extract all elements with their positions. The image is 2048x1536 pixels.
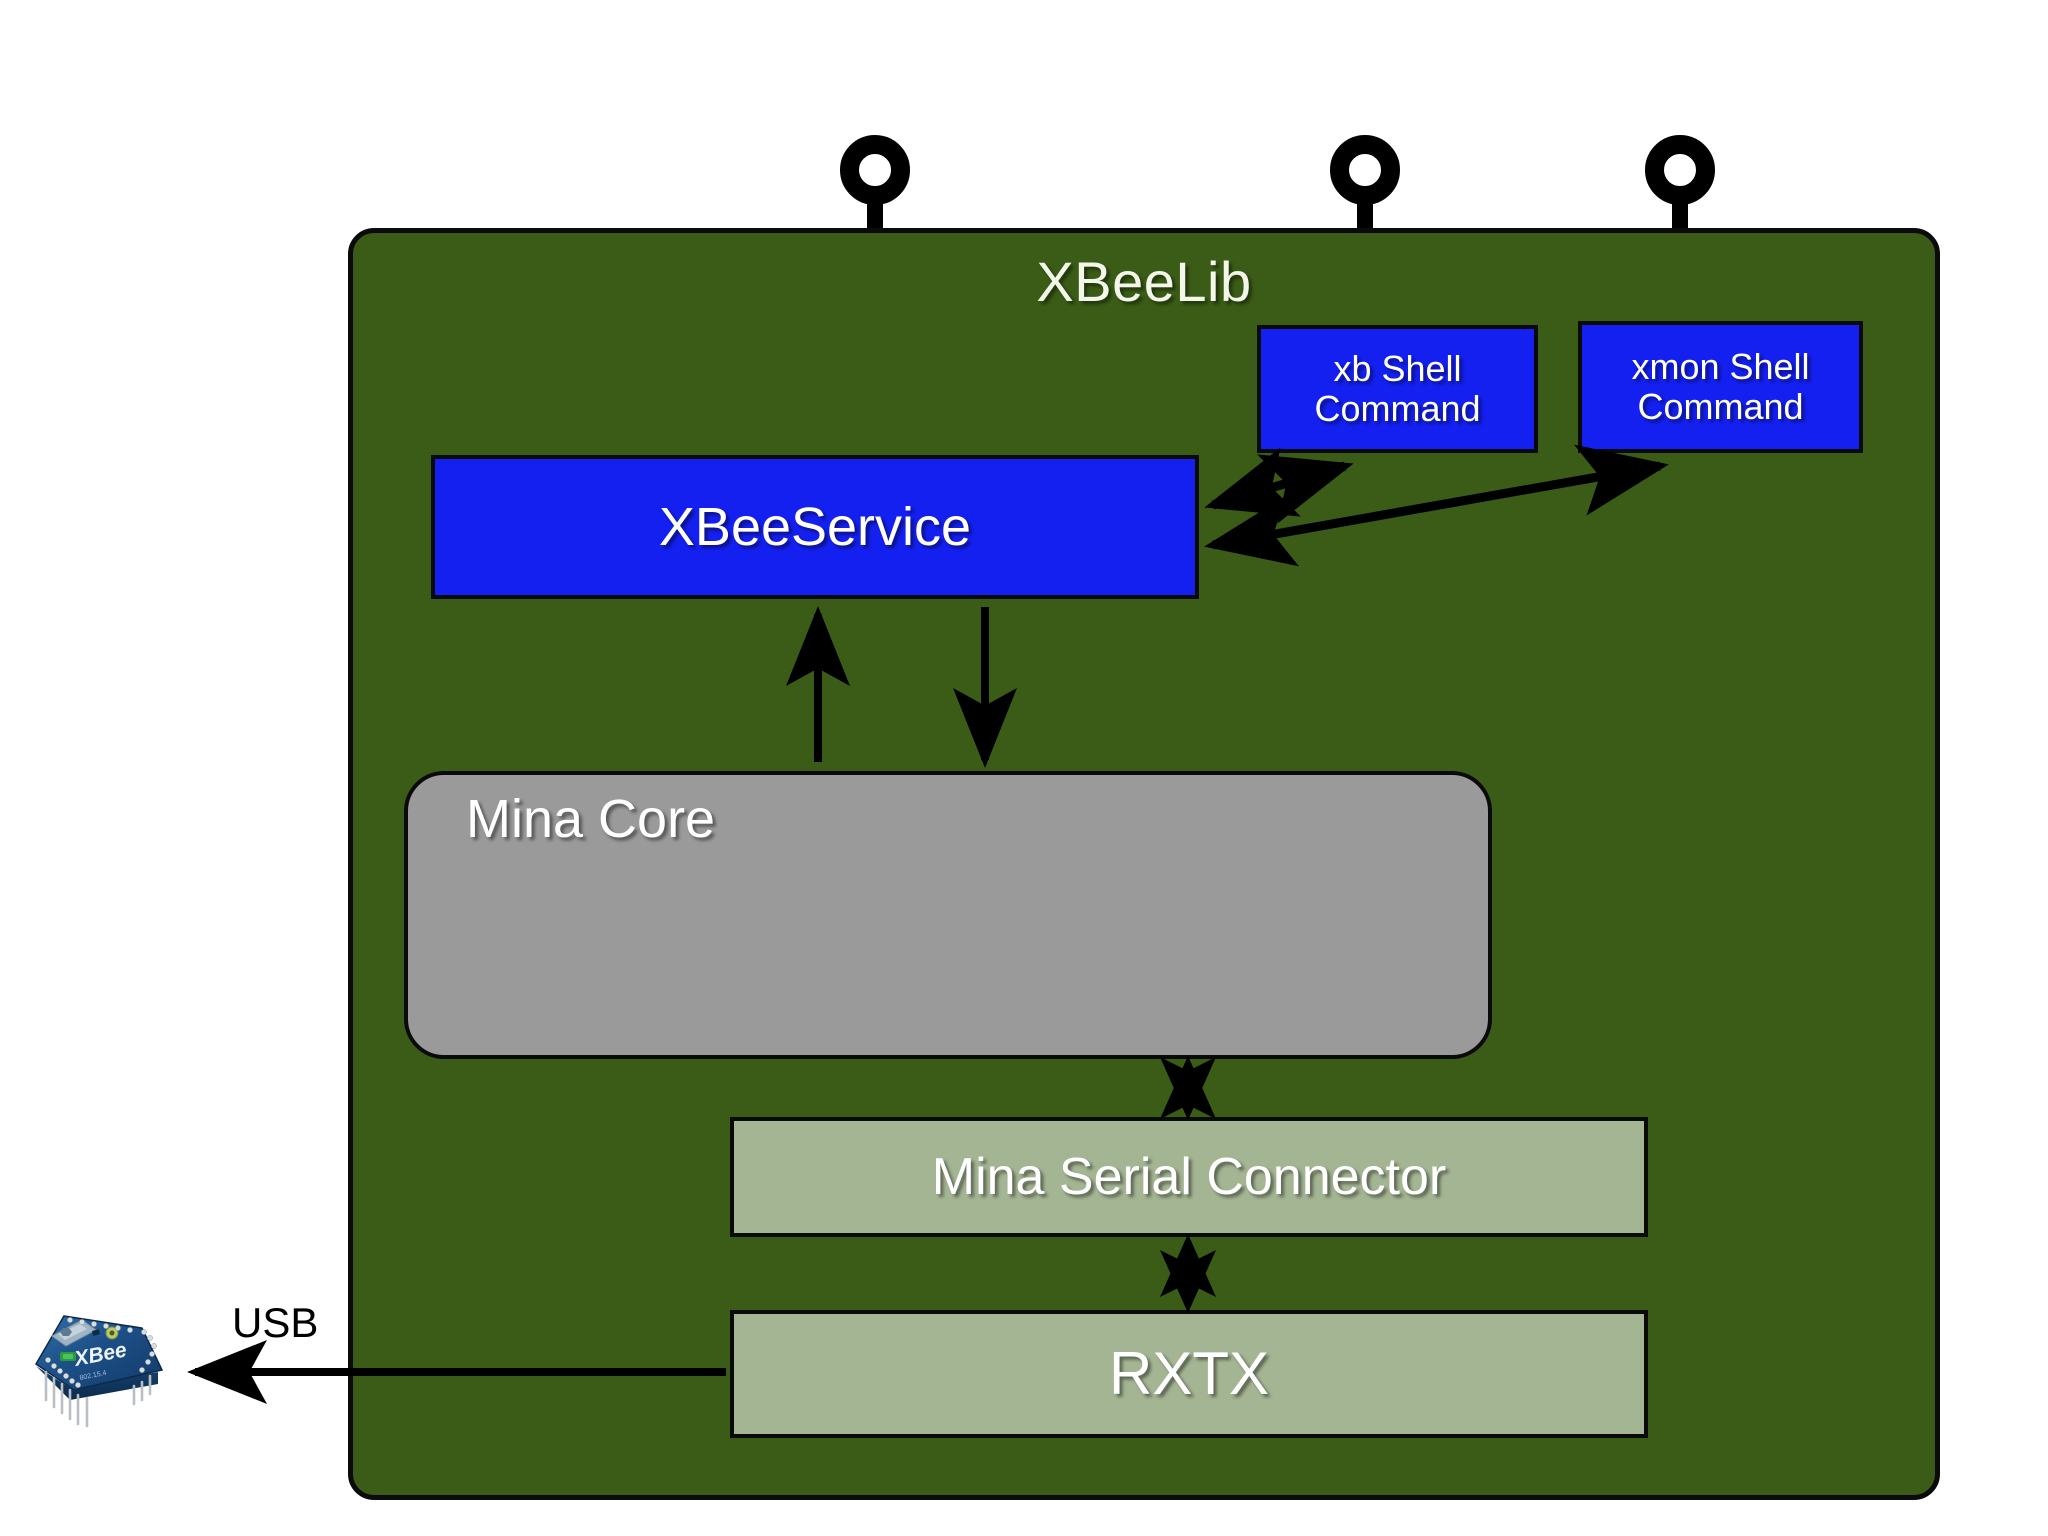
node-mina-core[interactable]: Mina Core [404,771,1492,1059]
xbeelib-title: XBeeLib [1036,250,1252,313]
node-xbee-service-label: XBeeService [658,496,972,557]
lollipop-ring-icon [840,135,910,205]
node-xmon-shell-command-label: xmon Shell Command [1631,345,1810,428]
lollipop-ring-icon [1330,135,1400,205]
xbee-module-image: XBee 802.15.4 [30,1300,172,1430]
node-xmon-shell-line2: Command [1637,386,1804,427]
node-xbee-service[interactable]: XBeeService [431,455,1199,599]
node-xb-shell-line2: Command [1314,388,1481,429]
usb-label: USB [232,1299,319,1346]
node-mina-core-label: Mina Core [466,789,716,849]
node-rxtx-label: RXTX [1108,1340,1270,1408]
node-xb-shell-line1: xb Shell [1333,347,1462,389]
node-mina-serial-connector[interactable]: Mina Serial Connector [730,1117,1648,1237]
node-xb-shell-command[interactable]: xb Shell Command [1257,325,1538,453]
node-xmon-shell-line1: xmon Shell [1631,345,1810,387]
lollipop-ring-icon [1645,135,1715,205]
node-mina-serial-connector-label: Mina Serial Connector [931,1147,1447,1206]
node-xb-shell-command-label: xb Shell Command [1314,347,1481,430]
node-xmon-shell-command[interactable]: xmon Shell Command [1578,321,1863,453]
node-rxtx[interactable]: RXTX [730,1310,1648,1438]
